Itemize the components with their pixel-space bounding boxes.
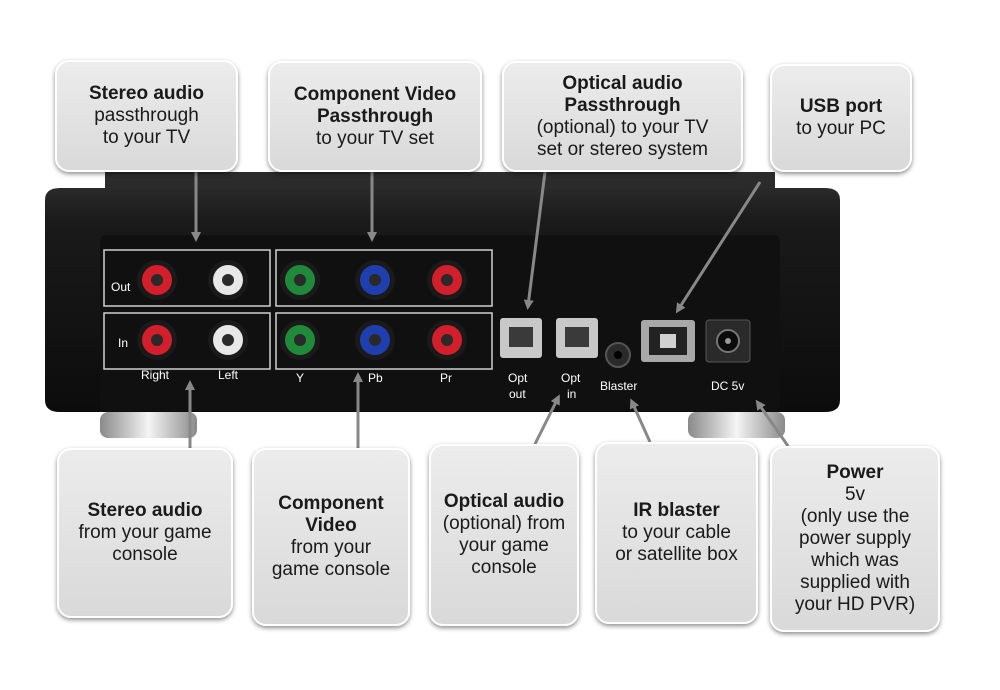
callout-title: IR blaster <box>633 500 720 521</box>
rca-in-right-red <box>137 320 177 360</box>
callout-stereo-passthrough: Stereo audio passthrough to your TV <box>55 60 238 172</box>
callout-title: USB port <box>799 96 883 117</box>
rca-out-pb-blue <box>355 260 395 300</box>
callout-ir-blaster: IR blaster to your cable or satellite bo… <box>595 442 758 624</box>
callout-body: to your cable or satellite box <box>615 522 738 565</box>
arrow-power <box>755 399 790 447</box>
rca-in-y-green <box>280 320 320 360</box>
callout-title: Component Video <box>278 493 384 536</box>
label-pr: Pr <box>440 371 452 385</box>
callout-stereo-in: Stereo audio from your game console <box>57 448 233 618</box>
optical-in-port <box>556 318 598 358</box>
label-opt-out-2: out <box>509 387 526 401</box>
callout-power: Power 5v (only use the power supply whic… <box>770 446 940 632</box>
rca-out-pr-red <box>427 260 467 300</box>
callout-body: 5v (only use the power supply which was … <box>794 484 916 615</box>
arrow-usb <box>675 181 762 314</box>
label-opt-in-2: in <box>567 387 576 401</box>
callout-optical-passthrough: Optical audio Passthrough (optional) to … <box>502 61 743 172</box>
arrow-optical-out <box>523 171 547 310</box>
callout-body: from your game console <box>271 537 391 580</box>
label-dc-5v: DC 5v <box>711 379 744 393</box>
rca-in-pb-blue <box>355 320 395 360</box>
label-opt-out-1: Opt <box>508 371 528 385</box>
callout-usb-port: USB port to your PC <box>770 64 912 172</box>
callout-body: (optional) to your TV set or stereo syst… <box>536 116 709 160</box>
label-opt-in-1: Opt <box>561 371 581 385</box>
label-in: In <box>118 336 128 350</box>
optical-out-port <box>500 318 542 358</box>
rca-out-right-red <box>137 260 177 300</box>
callout-body: to your PC <box>796 118 886 139</box>
label-pb: Pb <box>368 371 383 385</box>
callout-title: Component Video Passthrough <box>293 83 457 127</box>
callout-component-passthrough: Component Video Passthrough to your TV s… <box>268 61 482 172</box>
label-out: Out <box>111 280 131 294</box>
dc-power-jack <box>705 319 751 363</box>
callout-body: from your game console <box>78 522 212 565</box>
callout-title: Power <box>826 462 884 483</box>
stereo-in-frame <box>103 312 271 370</box>
label-blaster: Blaster <box>600 379 637 393</box>
label-right: Right <box>141 368 170 382</box>
callout-title: Optical audio <box>443 491 565 512</box>
rca-in-left-white <box>208 320 248 360</box>
component-out-frame <box>275 249 493 307</box>
arrow-ir <box>629 398 652 443</box>
callout-component-in: Component Video from your game console <box>252 448 410 626</box>
label-y: Y <box>296 371 304 385</box>
label-left: Left <box>218 368 239 382</box>
callout-body: passthrough to your TV <box>94 105 199 148</box>
callout-optical-in: Optical audio (optional) from your game … <box>429 444 579 626</box>
component-in-frame <box>275 312 493 370</box>
rca-in-pr-red <box>427 320 467 360</box>
callout-body: to your TV set <box>316 127 434 149</box>
callout-title: Optical audio Passthrough <box>562 72 683 116</box>
stereo-out-frame <box>103 249 271 307</box>
callout-title: Stereo audio <box>88 83 205 104</box>
usb-port <box>641 320 695 362</box>
callout-title: Stereo audio <box>87 500 203 521</box>
rca-out-y-green <box>280 260 320 300</box>
ir-blaster-jack <box>605 342 631 368</box>
callout-body: (optional) from your game console <box>442 513 566 578</box>
rca-out-left-white <box>208 260 248 300</box>
device-feet <box>100 412 785 438</box>
arrow-optical-in <box>533 394 560 445</box>
